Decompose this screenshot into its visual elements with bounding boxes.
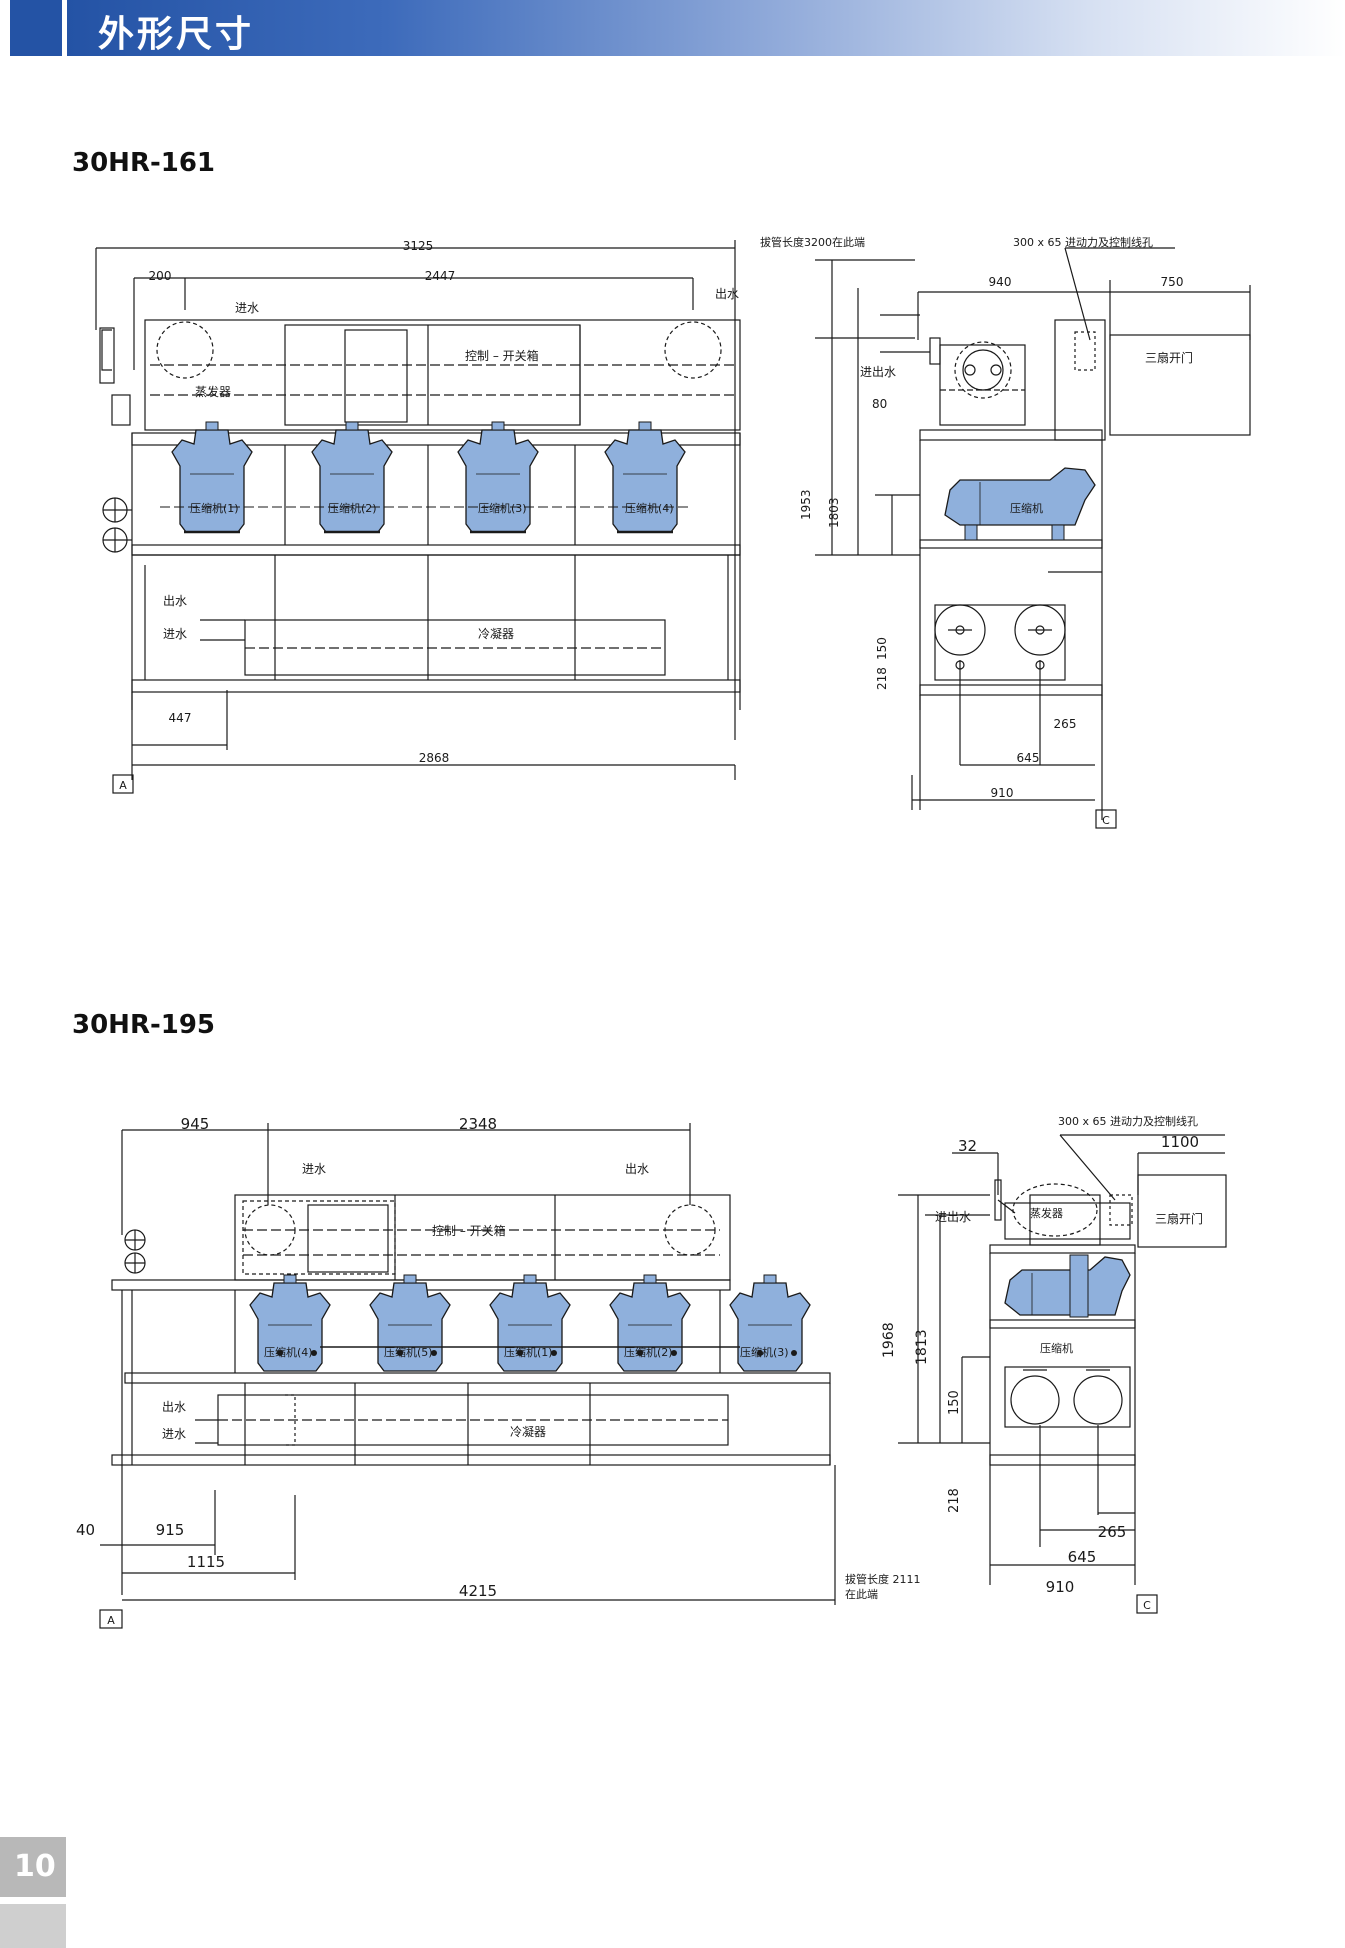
label-compressor-2: 压缩机(2) [328,501,377,515]
dim-offset: 200 [149,269,172,283]
label-compressor-3-195: 压缩机(3) [740,1345,789,1359]
label-outlet-195: 出水 [625,1162,649,1176]
marker-c: C [1102,814,1110,827]
page-number-tab [0,1904,66,1948]
label-compressor-3: 压缩机(3) [478,501,527,515]
page-number-box: 10 [0,1837,66,1897]
dim-h218: 218 [875,667,889,690]
dim-w645-195: 645 [1068,1548,1097,1566]
dim-h218-195: 218 [947,1488,962,1513]
label-pipe-note-1-195: 拔管长度 2111 [845,1572,921,1586]
compressor-1-shape [170,420,254,534]
page-title: 外形尺寸 [98,14,255,55]
label-cond-inlet-195: 进水 [162,1427,186,1441]
dim-side-80: 80 [872,397,887,411]
compressor-4-shape [603,420,687,534]
label-compressor-1: 压缩机(1) [190,501,239,515]
page-number: 10 [14,1849,56,1884]
compressor-2-shape [310,420,394,534]
side-compressor-195 [1004,1254,1131,1318]
dim-pipe-offset: 447 [169,711,192,725]
drawing-30hr-195: 945 2348 进水 出水 控制 – 开关箱 压缩机(4) 压缩机(5) 压缩… [76,1114,1227,1629]
label-pipe-note: 拔管长度3200在此端 [760,235,865,249]
dim-32: 32 [958,1137,977,1155]
dim-control-length-195: 2348 [459,1115,497,1133]
drawing-30hr-161: 3125 200 2447 进水 出水 控制 – 开关箱 蒸发器 拔管长度320… [95,235,1251,829]
label-inout-195: 进出水 [935,1210,971,1224]
dim-h150-195: 150 [947,1390,962,1415]
dim-w910: 910 [991,786,1014,800]
label-cond-inlet: 进水 [163,627,187,641]
model-title-161: 30HR-161 [72,148,216,178]
label-control-box-195: 控制 – 开关箱 [432,1223,506,1238]
marker-c-195: C [1143,1599,1151,1612]
label-compressor-1-195: 压缩机(1) [504,1345,553,1359]
label-inlet-195: 进水 [302,1162,326,1176]
page-header: 外形尺寸 [0,0,1345,58]
dim-control-length: 2447 [425,269,456,283]
label-condenser: 冷凝器 [478,626,514,641]
side-compressor-161 [944,467,1096,541]
label-power-hole-195: 300 x 65 进动力及控制线孔 [1058,1114,1198,1128]
dim-915: 915 [156,1521,185,1539]
label-compressor-4-195: 压缩机(4) [264,1345,313,1359]
label-side-compressor-195: 压缩机 [1040,1341,1073,1355]
label-power-hole: 300 x 65 进动力及控制线孔 [1013,235,1153,249]
dim-total-length: 3125 [403,239,434,253]
label-compressor-5-195: 压缩机(5) [384,1345,433,1359]
model-title-195: 30HR-195 [72,1010,216,1040]
label-doors: 三扇开门 [1145,350,1193,365]
label-doors-195: 三扇开门 [1155,1211,1203,1226]
label-compressor-4: 压缩机(4) [625,501,674,515]
marker-a: A [119,779,127,792]
dim-1115: 1115 [187,1553,225,1571]
label-inout: 进出水 [860,365,896,379]
header-gradient-bar [67,0,1345,56]
dim-total-height: 1953 [799,489,813,520]
header-accent-block [10,0,62,56]
dim-offset-195: 945 [181,1115,210,1133]
dim-base-length: 2868 [419,751,450,765]
label-outlet: 出水 [715,287,739,301]
label-evaporator: 蒸发器 [195,384,231,399]
dim-side-750: 750 [1161,275,1184,289]
dim-w910-195: 910 [1046,1578,1075,1596]
dim-1100: 1100 [1161,1133,1199,1151]
dim-w645: 645 [1017,751,1040,765]
label-inlet: 进水 [235,301,259,315]
compressor-3-shape [456,420,540,534]
label-compressor-2-195: 压缩机(2) [624,1345,673,1359]
dim-base-length-195: 4215 [459,1582,497,1600]
label-control-box: 控制 – 开关箱 [465,348,539,363]
dim-40: 40 [76,1521,95,1539]
dim-w265: 265 [1054,717,1077,731]
dim-frame-height: 1803 [827,497,841,528]
label-cond-outlet: 出水 [163,594,187,608]
marker-a-195: A [107,1614,115,1627]
label-cond-outlet-195: 出水 [162,1400,186,1414]
label-pipe-note-2-195: 在此端 [845,1588,878,1601]
label-condenser-195: 冷凝器 [510,1424,546,1439]
dim-side-940: 940 [989,275,1012,289]
label-evaporator-195: 蒸发器 [1030,1206,1063,1220]
dim-total-height-195: 1968 [881,1322,897,1358]
dim-frame-height-195: 1813 [914,1329,930,1365]
dim-w265-195: 265 [1098,1523,1127,1541]
dim-h150: 150 [875,637,889,660]
label-side-compressor: 压缩机 [1010,501,1043,515]
